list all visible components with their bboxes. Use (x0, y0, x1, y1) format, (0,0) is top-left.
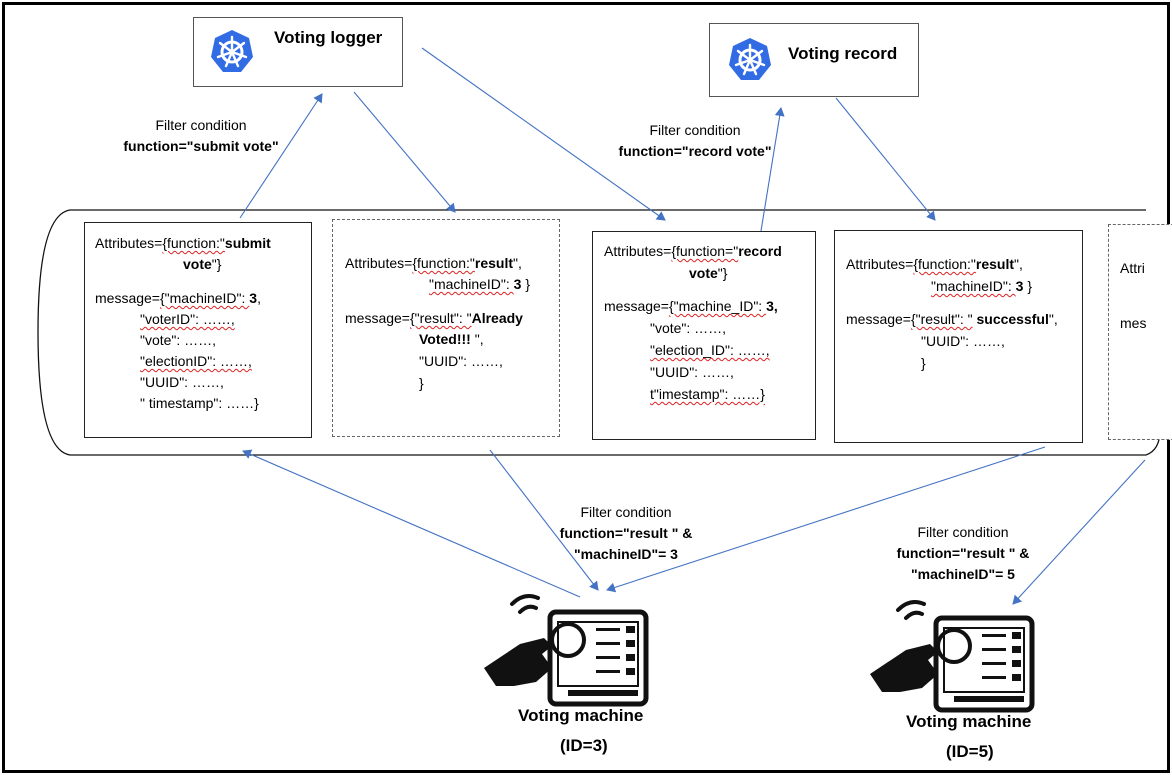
filter-expression: "machineID"= 3 (574, 546, 678, 562)
message-prefix: message= (604, 298, 669, 314)
attributes-function: {function:" (412, 255, 475, 271)
filter-expression: function="record vote" (618, 143, 772, 159)
attributes-machine-id-key: "machineID": (429, 276, 514, 292)
service-name: Voting logger (274, 28, 383, 47)
message-field: } (921, 355, 926, 371)
message-field: t"imestamp": ……} (650, 386, 765, 402)
machine-id-value: 3 (249, 290, 258, 306)
message-partial: Attri mes (1108, 224, 1172, 440)
filter-caption: Filter condition (155, 117, 247, 133)
kubernetes-icon (729, 38, 771, 80)
result-value: successful (972, 311, 1049, 327)
filter-caption: Filter condition (580, 504, 672, 520)
message-open: {"machine_ID": (668, 298, 767, 314)
attributes-prefix: Attributes= (345, 255, 413, 271)
message-submit-vote: Attributes={function:"submit vote"} mess… (84, 222, 312, 438)
filter-caption: Filter condition (917, 524, 1009, 540)
message-fragment: mes (1120, 315, 1147, 331)
arrow-tube-to-machine5 (1012, 459, 1146, 605)
function-value: submit (224, 235, 271, 251)
voting-machine-5: Voting machine (ID=5) (866, 596, 1066, 766)
message-open: {"machineID": (159, 290, 250, 306)
attributes-close: ", (1014, 256, 1023, 272)
message-field: "UUID": ……, (921, 333, 1005, 349)
filter-expression: function="result " & (559, 525, 693, 541)
message-queue-tube (37, 209, 1146, 456)
filter-machine5: Filter condition function="result " & "m… (878, 522, 1048, 585)
machine-name: Voting machine (906, 712, 1032, 731)
function-value: result (474, 255, 514, 271)
attributes-prefix: Attributes= (604, 243, 672, 259)
attributes-function: {function:" (913, 256, 976, 272)
kubernetes-icon (211, 30, 253, 72)
arrow-record-to-result2 (835, 97, 936, 221)
message-result-successful: Attributes={function:"result", "machineI… (834, 230, 1083, 443)
result-end: ", (1048, 311, 1058, 327)
filter-machine3: Filter condition function="result " & "m… (541, 502, 711, 565)
arrow-logger-to-result1 (353, 91, 456, 213)
message-field: "vote": ……, (650, 320, 727, 336)
message-field: " timestamp": ……} (140, 395, 259, 411)
attributes-function: {function=" (671, 243, 739, 259)
message-prefix: message= (345, 310, 410, 326)
message-field: "voterID": ……, (140, 311, 235, 327)
machine-id-label: (ID=5) (946, 742, 994, 761)
message-field: "UUID": ……, (140, 374, 224, 390)
message-open: {"result": " (910, 311, 973, 327)
filter-expression: "machineID"= 5 (911, 566, 1015, 582)
message-field: "vote": ……, (140, 332, 217, 348)
message-field: "electionID": ……, (140, 353, 252, 369)
attributes-end: "} (717, 265, 728, 281)
message-record-vote: Attributes={function="record vote"} mess… (592, 231, 816, 440)
message-field: "UUID": ……, (650, 364, 734, 380)
attributes-prefix: Attributes= (846, 256, 914, 272)
function-value: record (738, 243, 782, 259)
message-field: } (419, 375, 424, 391)
voting-machine-3: Voting machine (ID=3) (480, 590, 680, 760)
message-prefix: message= (846, 311, 911, 327)
function-value: result (975, 256, 1015, 272)
filter-expression: function="submit vote" (123, 138, 279, 154)
arrow-submit-to-logger (239, 93, 323, 219)
touchscreen-voting-machine-icon (484, 594, 649, 707)
filter-caption: Filter condition (649, 122, 741, 138)
attributes-close: ", (513, 255, 522, 271)
result-value: Already (471, 310, 523, 326)
attributes-machine-id-key: "machineID": (931, 278, 1016, 294)
machine-id-label: (ID=3) (560, 736, 608, 755)
result-end: ", (474, 331, 484, 347)
function-value: vote (183, 256, 212, 272)
message-field: "election_ID": ……, (650, 342, 770, 358)
message-prefix: message= (95, 290, 160, 306)
machine-id-value: 3, (766, 298, 778, 314)
arrow-result2-to-machine3 (606, 446, 1046, 593)
attributes-function: {function:" (162, 235, 225, 251)
message-open: {"result": " (409, 310, 472, 326)
function-value: vote (689, 265, 718, 281)
voting-logger-service: Voting logger (193, 17, 403, 87)
message-result-already-voted: Attributes={function:"result", "machineI… (332, 219, 560, 437)
message-field: "UUID": ……, (419, 353, 503, 369)
filter-record: Filter condition function="record vote" (602, 120, 788, 162)
attributes-end: "} (211, 256, 222, 272)
arrow-result1-to-machine3 (489, 449, 599, 591)
voting-record-service: Voting record (709, 23, 919, 97)
arrow-logger-to-record-msg (421, 47, 666, 221)
attributes-end: } (1023, 278, 1033, 294)
machine-name: Voting machine (518, 706, 644, 725)
machine-id-value: 3 (513, 276, 522, 292)
attributes-fragment: Attri (1120, 260, 1145, 276)
attributes-end: } (521, 276, 531, 292)
machine-id-value: 3 (1015, 278, 1024, 294)
result-value: Voted!!! (419, 331, 475, 347)
arrow-machine3-to-submit (242, 449, 581, 598)
attributes-prefix: Attributes= (95, 235, 163, 251)
filter-logger: Filter condition function="submit vote" (108, 115, 294, 157)
arrow-record-msg-to-record (760, 107, 785, 232)
touchscreen-voting-machine-icon (870, 600, 1035, 713)
service-name: Voting record (788, 44, 898, 63)
filter-expression: function="result " & (896, 545, 1030, 561)
